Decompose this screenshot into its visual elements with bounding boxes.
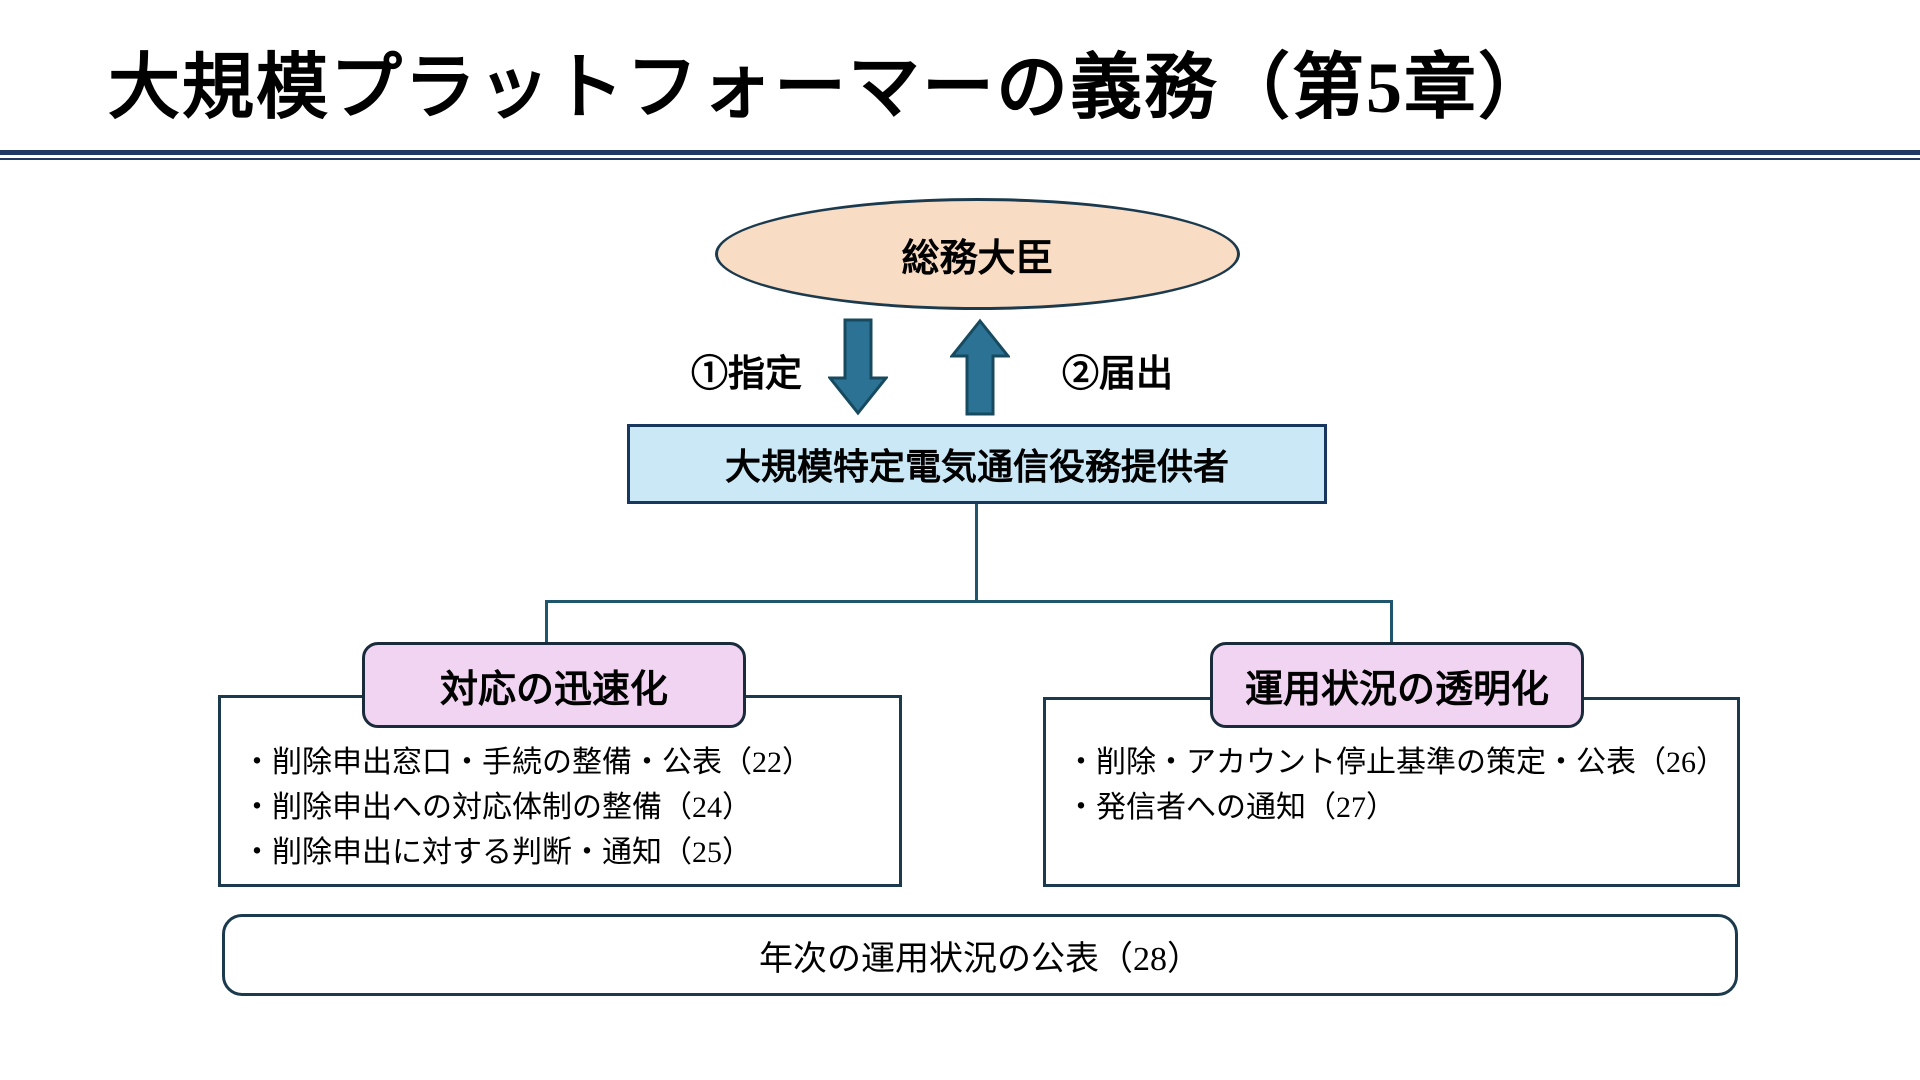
rapid-response-header-label: 対応の迅速化 bbox=[439, 668, 668, 711]
up-arrow-icon bbox=[950, 318, 1010, 416]
transparency-header-label: 運用状況の透明化 bbox=[1244, 668, 1549, 711]
list-item: ・削除申出への対応体制の整備（24） bbox=[242, 791, 752, 824]
connector-vertical-left bbox=[545, 600, 548, 646]
minister-label: 総務大臣 bbox=[901, 237, 1054, 280]
page-title: 大規模プラットフォーマーの義務（第5章） bbox=[108, 48, 1553, 128]
list-item: ・発信者への通知（27） bbox=[1066, 791, 1396, 824]
rapid-response-list: ・削除申出窓口・手続の整備・公表（22） ・削除申出への対応体制の整備（24） … bbox=[242, 740, 812, 875]
list-item: ・削除・アカウント停止基準の策定・公表（26） bbox=[1066, 746, 1726, 779]
transparency-list: ・削除・アカウント停止基準の策定・公表（26） ・発信者への通知（27） bbox=[1066, 740, 1726, 830]
designation-arrow-label: ①指定 bbox=[691, 354, 802, 395]
transparency-header: 運用状況の透明化 bbox=[1210, 642, 1584, 728]
connector-vertical-main bbox=[975, 504, 978, 600]
connector-horizontal bbox=[545, 600, 1393, 603]
annual-disclosure-box: 年次の運用状況の公表（28） bbox=[222, 914, 1738, 996]
minister-ellipse: 総務大臣 bbox=[715, 198, 1240, 310]
down-arrow-icon bbox=[828, 318, 888, 416]
transparency-box bbox=[1043, 697, 1740, 887]
notification-arrow-label: ②届出 bbox=[1062, 354, 1173, 395]
title-divider bbox=[0, 150, 1920, 160]
provider-label: 大規模特定電気通信役務提供者 bbox=[724, 447, 1229, 487]
annual-disclosure-label: 年次の運用状況の公表（28） bbox=[759, 940, 1201, 978]
rapid-response-header: 対応の迅速化 bbox=[362, 642, 746, 728]
list-item: ・削除申出に対する判断・通知（25） bbox=[242, 836, 752, 869]
list-item: ・削除申出窓口・手続の整備・公表（22） bbox=[242, 746, 812, 779]
connector-vertical-right bbox=[1390, 600, 1393, 646]
provider-box: 大規模特定電気通信役務提供者 bbox=[627, 424, 1327, 504]
